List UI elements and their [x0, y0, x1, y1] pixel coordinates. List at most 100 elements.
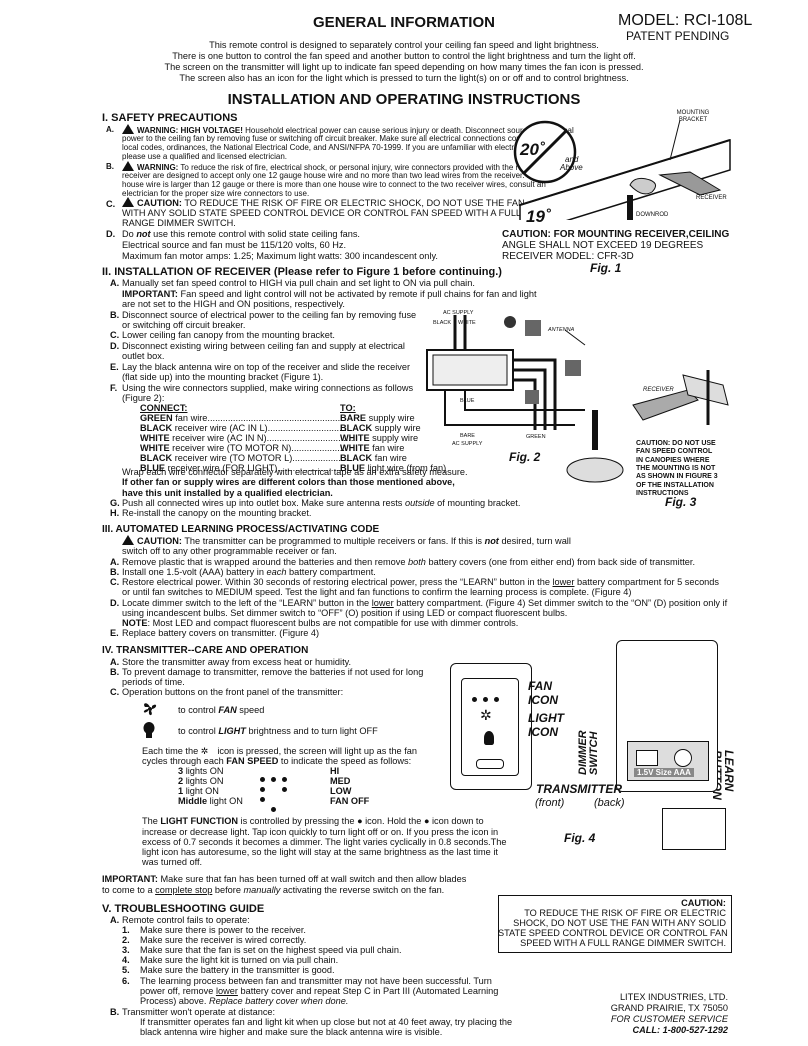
item-letter: B. — [110, 667, 120, 677]
warning-high-voltage: WARNING: HIGH VOLTAGE! Household electri… — [122, 124, 574, 135]
item-letter: C. — [106, 199, 116, 209]
fig3-caution-line: IN CANOPIES WHERE — [636, 456, 710, 464]
connection-row: BLUE receiver wire (FOR LIGHT)..........… — [140, 463, 344, 473]
text-line: Re-install the canopy on the mounting br… — [122, 508, 312, 518]
text-line: Maximum fan motor amps: 1.25; Maximum li… — [122, 251, 438, 261]
intro-line-2: There is one button to control the fan s… — [172, 51, 636, 61]
caution-box-line: SHOCK, DO NOT USE THE FAN WITH ANY SOLID — [513, 918, 726, 928]
text-line: Using the wire connectors supplied, make… — [122, 383, 414, 393]
figure-1-illustration — [513, 119, 731, 220]
s3-a: Remove plastic that is wrapped around th… — [122, 557, 696, 567]
connection-target: WHITE fan wire — [340, 443, 405, 453]
text-line: increase or decrease light. Tap icon qui… — [142, 827, 499, 837]
learn-button[interactable] — [674, 749, 692, 767]
speed-indicator — [472, 689, 505, 707]
text-line: (flat side up) into the mounting bracket… — [122, 372, 324, 382]
figure-3-illustration — [632, 370, 729, 425]
connect-header: CONNECT: — [140, 403, 188, 413]
text-line: excess of 0.7 seconds it becomes a dimme… — [142, 837, 507, 847]
text-line: power to the ceiling fan by removing fus… — [122, 134, 550, 143]
warning-icon — [122, 124, 134, 134]
section-2-heading: II. INSTALLATION OF RECEIVER (Please ref… — [102, 266, 502, 278]
text-line: Electrical source and fan must be 115/12… — [122, 240, 347, 250]
customer-service-phone: CALL: 1-800-527-1292 — [632, 1025, 729, 1035]
fig1-caption-2: ANGLE SHALL NOT EXCEED 19 DEGREES — [502, 240, 704, 251]
text-line: Wrap each wire connector separately with… — [122, 467, 468, 477]
section-1-heading: I. SAFETY PRECAUTIONS — [102, 112, 238, 124]
speed-dots — [260, 789, 293, 807]
transmitter-front: ✲ — [461, 678, 519, 776]
battery-label: 1.5V Size AAA — [634, 768, 694, 777]
text-line: Store the transmitter away from excess h… — [122, 657, 352, 667]
important-line: IMPORTANT: Fan speed and light control w… — [122, 289, 537, 299]
text-line: If other fan or supply wires are differe… — [122, 477, 455, 487]
item-letter: D. — [110, 341, 120, 351]
text-line: using incandescent bulbs. Set dimmer swi… — [122, 608, 568, 618]
fig3-label: Fig. 3 — [665, 495, 697, 509]
text-line: outlet box. — [122, 351, 165, 361]
text-line: switch off to any other programmable rec… — [122, 546, 337, 556]
downrod-label: DOWNROD — [636, 212, 669, 218]
fig2-ac-supply-2: AC SUPPLY — [452, 441, 483, 447]
speed-row-value: LOW — [330, 786, 352, 796]
caution-box-line: SPEED WITH A FULL RANGE DIMMER SWITCH. — [520, 938, 726, 948]
connection-target: BARE supply wire — [340, 413, 415, 423]
text-line: or switching off circuit breaker. — [122, 320, 246, 330]
step-number: 2. — [122, 935, 130, 945]
text-line: receiver are designed to accept only one… — [122, 171, 549, 180]
text-line: house wire is larger than 12 gauge or th… — [122, 180, 546, 189]
item-letter: B. — [106, 162, 114, 171]
customer-service: FOR CUSTOMER SERVICE — [610, 1014, 728, 1024]
connection-target: BLUE light wire (from fan) — [340, 463, 447, 473]
item-letter: B. — [110, 567, 120, 577]
model-number: MODEL: RCI-108L — [618, 12, 753, 29]
s3-d: Locate dimmer switch to the left of the … — [122, 598, 728, 608]
text-line: are not set to the HIGH and ON positions… — [122, 299, 345, 309]
fig3-receiver: RECEIVER — [643, 387, 674, 393]
step-6-line-2: power off, remove lower battery cover an… — [140, 986, 499, 996]
text-line: Operation buttons on the front panel of … — [122, 687, 344, 697]
speed-dots — [260, 799, 293, 817]
item-letter: C. — [110, 330, 120, 340]
fig2-ac-supply: AC SUPPLY — [443, 310, 474, 316]
patent-pending: PATENT PENDING — [626, 29, 730, 43]
light-button[interactable] — [484, 731, 494, 745]
text-line: Disconnect source of electrical power to… — [122, 310, 417, 320]
speed-row-value: FAN OFF — [330, 796, 370, 806]
text-line: or until fan switches to MEDIUM speed. T… — [122, 587, 632, 597]
section-3-heading: III. AUTOMATED LEARNING PROCESS/ACTIVATI… — [102, 524, 380, 535]
angle-19: 19˚ — [526, 207, 551, 226]
connection-row: BLACK receiver wire (AC IN L)...........… — [140, 423, 355, 433]
dimmer-switch[interactable] — [636, 750, 658, 766]
item-letter: D. — [106, 229, 116, 239]
item-letter: E. — [110, 362, 119, 372]
warning-fire: WARNING: To reduce the risk of fire, ele… — [122, 161, 567, 172]
item-letter: B. — [110, 1007, 120, 1017]
caution-box-line: STATE SPEED CONTROL DEVICE OR CONTROL FA… — [498, 928, 728, 938]
angle-and: and — [565, 155, 579, 164]
fig3-caution-line: INSTRUCTIONS — [636, 489, 689, 497]
text-line: Remote control fails to operate: — [122, 915, 250, 925]
fig2-green: GREEN — [526, 434, 546, 440]
item-letter: D. — [110, 598, 120, 608]
fan-icon — [143, 703, 157, 716]
text-line: If transmitter operates fan and light ki… — [140, 1017, 513, 1027]
fan-button[interactable]: ✲ — [480, 707, 492, 723]
back-label: (back) — [594, 797, 625, 809]
important-line-2: to come to a complete stop before manual… — [102, 885, 445, 895]
caution-box-title: CAUTION: — [681, 898, 726, 908]
text-line: Transmitter won't operate at distance: — [122, 1007, 276, 1017]
fig3-caution-line: CAUTION: DO NOT USE — [636, 440, 716, 447]
angle-20: 20˚ — [520, 140, 545, 159]
text-line: Lay the black antenna wire on top of the… — [122, 362, 411, 372]
section-4-heading: IV. TRANSMITTER--CARE AND OPERATION — [102, 645, 309, 656]
item-letter: A. — [106, 125, 114, 134]
figure-2-wiring-diagram — [426, 315, 624, 483]
light-control-text: to control LIGHT brightness and to turn … — [178, 726, 378, 736]
item-letter: A. — [110, 657, 120, 667]
text-line: The learning process between fan and tra… — [140, 976, 492, 986]
s3-c: Restore electrical power. Within 30 seco… — [122, 577, 719, 587]
item-letter: B. — [110, 310, 120, 320]
step-number: 6. — [122, 976, 130, 986]
section-5-heading: V. TROUBLESHOOTING GUIDE — [102, 903, 265, 915]
